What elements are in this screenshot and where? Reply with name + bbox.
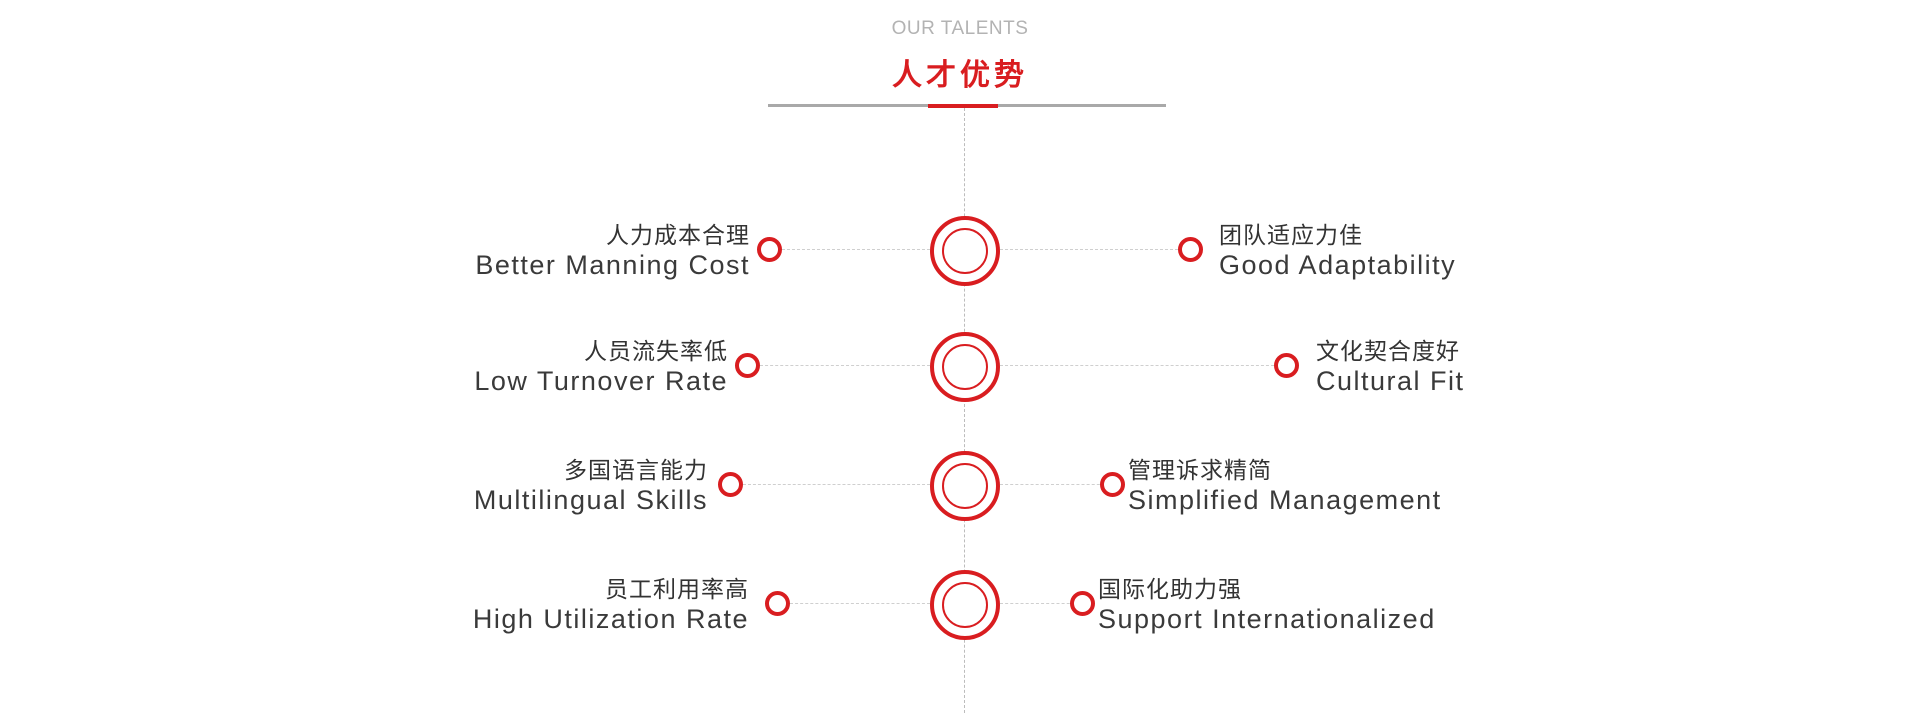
title-divider-accent (928, 104, 998, 108)
hub-ring-icon (930, 216, 1000, 286)
advantage-right-label: 国际化助力强 Support Internationalized (1098, 576, 1436, 634)
advantage-left-label: 员工利用率高 High Utilization Rate (473, 576, 749, 634)
advantage-row: 多国语言能力 Multilingual Skills 管理诉求精简 Simpli… (0, 445, 1920, 525)
advantage-title-zh: 人力成本合理 (606, 223, 750, 249)
left-connector-line (743, 484, 930, 485)
advantage-title-en: Better Manning Cost (475, 250, 750, 280)
section-eyebrow: OUR TALENTS (891, 18, 1029, 39)
right-marker-dot-icon (1070, 591, 1095, 616)
advantage-left-label: 人力成本合理 Better Manning Cost (475, 222, 750, 280)
advantage-title-zh: 管理诉求精简 (1128, 458, 1272, 484)
advantage-left-label: 多国语言能力 Multilingual Skills (474, 457, 708, 515)
advantage-title-en: Good Adaptability (1219, 250, 1457, 280)
right-connector-line (1000, 365, 1284, 366)
right-connector-line (1000, 484, 1110, 485)
left-connector-line (760, 365, 930, 366)
right-marker-dot-icon (1274, 353, 1299, 378)
left-connector-line (782, 249, 930, 250)
right-connector-line (1000, 603, 1080, 604)
timeline-spine (964, 108, 965, 713)
advantage-title-en: Multilingual Skills (473, 485, 708, 515)
advantage-right-label: 管理诉求精简 Simplified Management (1128, 457, 1442, 515)
advantage-title-en: Low Turnover Rate (474, 366, 728, 396)
hub-inner-ring (942, 228, 988, 274)
advantage-title-en: High Utilization Rate (472, 604, 749, 634)
advantage-title-zh: 国际化助力强 (1098, 577, 1242, 603)
hub-ring-icon (930, 451, 1000, 521)
advantage-title-en: Simplified Management (1128, 485, 1442, 515)
hub-ring-icon (930, 570, 1000, 640)
left-marker-dot-icon (735, 353, 760, 378)
advantage-right-label: 文化契合度好 Cultural Fit (1316, 338, 1465, 396)
advantage-right-label: 团队适应力佳 Good Adaptability (1219, 222, 1456, 280)
left-marker-dot-icon (757, 237, 782, 262)
hub-inner-ring (942, 463, 988, 509)
hub-ring-icon (930, 332, 1000, 402)
advantage-title-en: Support Internationalized (1098, 604, 1436, 634)
advantage-title-zh: 多国语言能力 (564, 458, 708, 484)
advantage-title-zh: 团队适应力佳 (1219, 223, 1363, 249)
advantage-row: 员工利用率高 High Utilization Rate 国际化助力强 Supp… (0, 564, 1920, 644)
advantage-row: 人力成本合理 Better Manning Cost 团队适应力佳 Good A… (0, 210, 1920, 290)
hub-inner-ring (942, 344, 988, 390)
advantage-left-label: 人员流失率低 Low Turnover Rate (474, 338, 728, 396)
advantage-title-zh: 文化契合度好 (1316, 339, 1460, 365)
right-marker-dot-icon (1100, 472, 1125, 497)
advantage-title-zh: 人员流失率低 (584, 339, 728, 365)
section-title: 人才优势 (892, 58, 1028, 93)
right-connector-line (1000, 249, 1188, 250)
left-connector-line (790, 603, 930, 604)
advantage-title-zh: 员工利用率高 (605, 577, 749, 603)
right-marker-dot-icon (1178, 237, 1203, 262)
hub-inner-ring (942, 582, 988, 628)
advantage-title-en: Cultural Fit (1316, 366, 1465, 396)
advantage-row: 人员流失率低 Low Turnover Rate 文化契合度好 Cultural… (0, 326, 1920, 406)
left-marker-dot-icon (718, 472, 743, 497)
left-marker-dot-icon (765, 591, 790, 616)
